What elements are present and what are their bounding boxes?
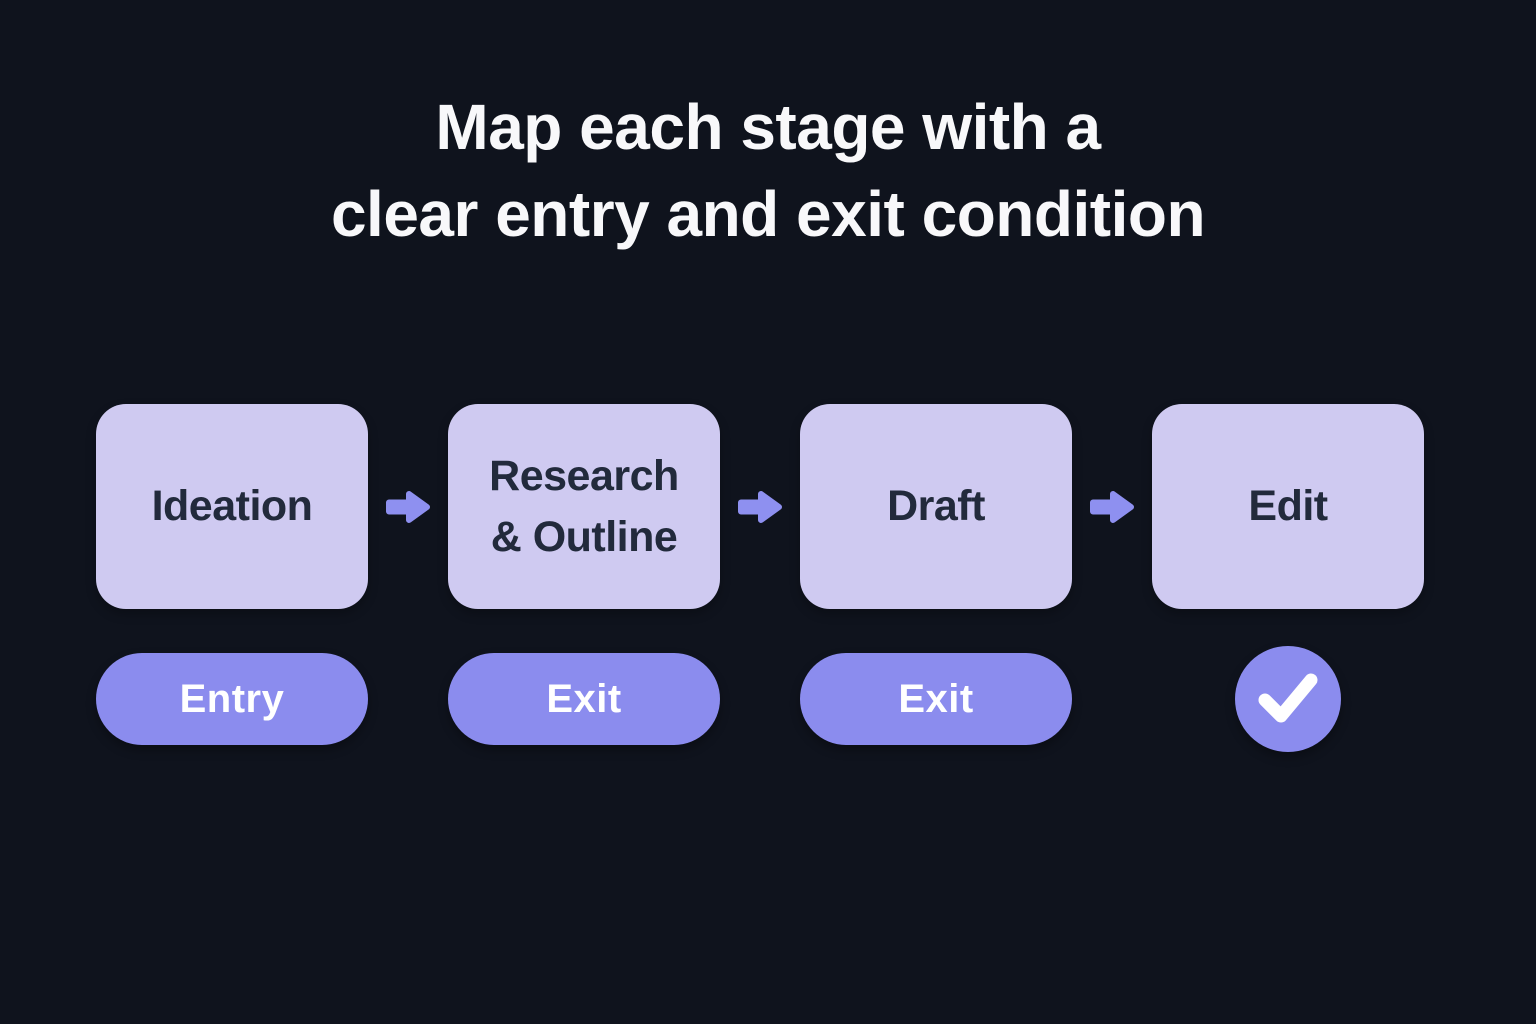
arrow-right-icon <box>738 491 782 524</box>
condition-row: Entry Exit Exit <box>96 646 1424 753</box>
exit-pill: Exit <box>448 653 720 746</box>
stage-label: Ideation <box>151 482 313 531</box>
page-title: Map each stage with a clear entry and ex… <box>0 0 1536 258</box>
stage-box-research-outline: Research & Outline <box>448 404 720 610</box>
check-icon <box>1258 673 1318 723</box>
arrow-right-icon <box>386 491 430 524</box>
exit-pill: Exit <box>800 653 1072 746</box>
condition-cell-draft: Exit <box>800 653 1072 746</box>
condition-cell-research-outline: Exit <box>448 653 720 746</box>
stage-label: Edit <box>1248 482 1328 531</box>
arrow-right-icon <box>1090 491 1134 524</box>
stage-label: Research & Outline <box>489 452 679 561</box>
stage-flow-row: Ideation Research & Outline Draft Edit <box>96 404 1424 610</box>
title-line-2: clear entry and exit condition <box>330 178 1206 251</box>
stage-box-edit: Edit <box>1152 404 1424 610</box>
title-line-1: Map each stage with a <box>435 91 1101 163</box>
stage-box-draft: Draft <box>800 404 1072 610</box>
entry-pill: Entry <box>96 653 368 746</box>
pill-label: Exit <box>546 676 622 721</box>
pill-label: Entry <box>179 676 285 721</box>
pill-label: Exit <box>898 676 974 721</box>
stage-label: Draft <box>887 482 985 531</box>
condition-cell-edit <box>1152 646 1424 753</box>
condition-cell-ideation: Entry <box>96 653 368 746</box>
check-circle <box>1235 646 1341 753</box>
stage-box-ideation: Ideation <box>96 404 368 610</box>
